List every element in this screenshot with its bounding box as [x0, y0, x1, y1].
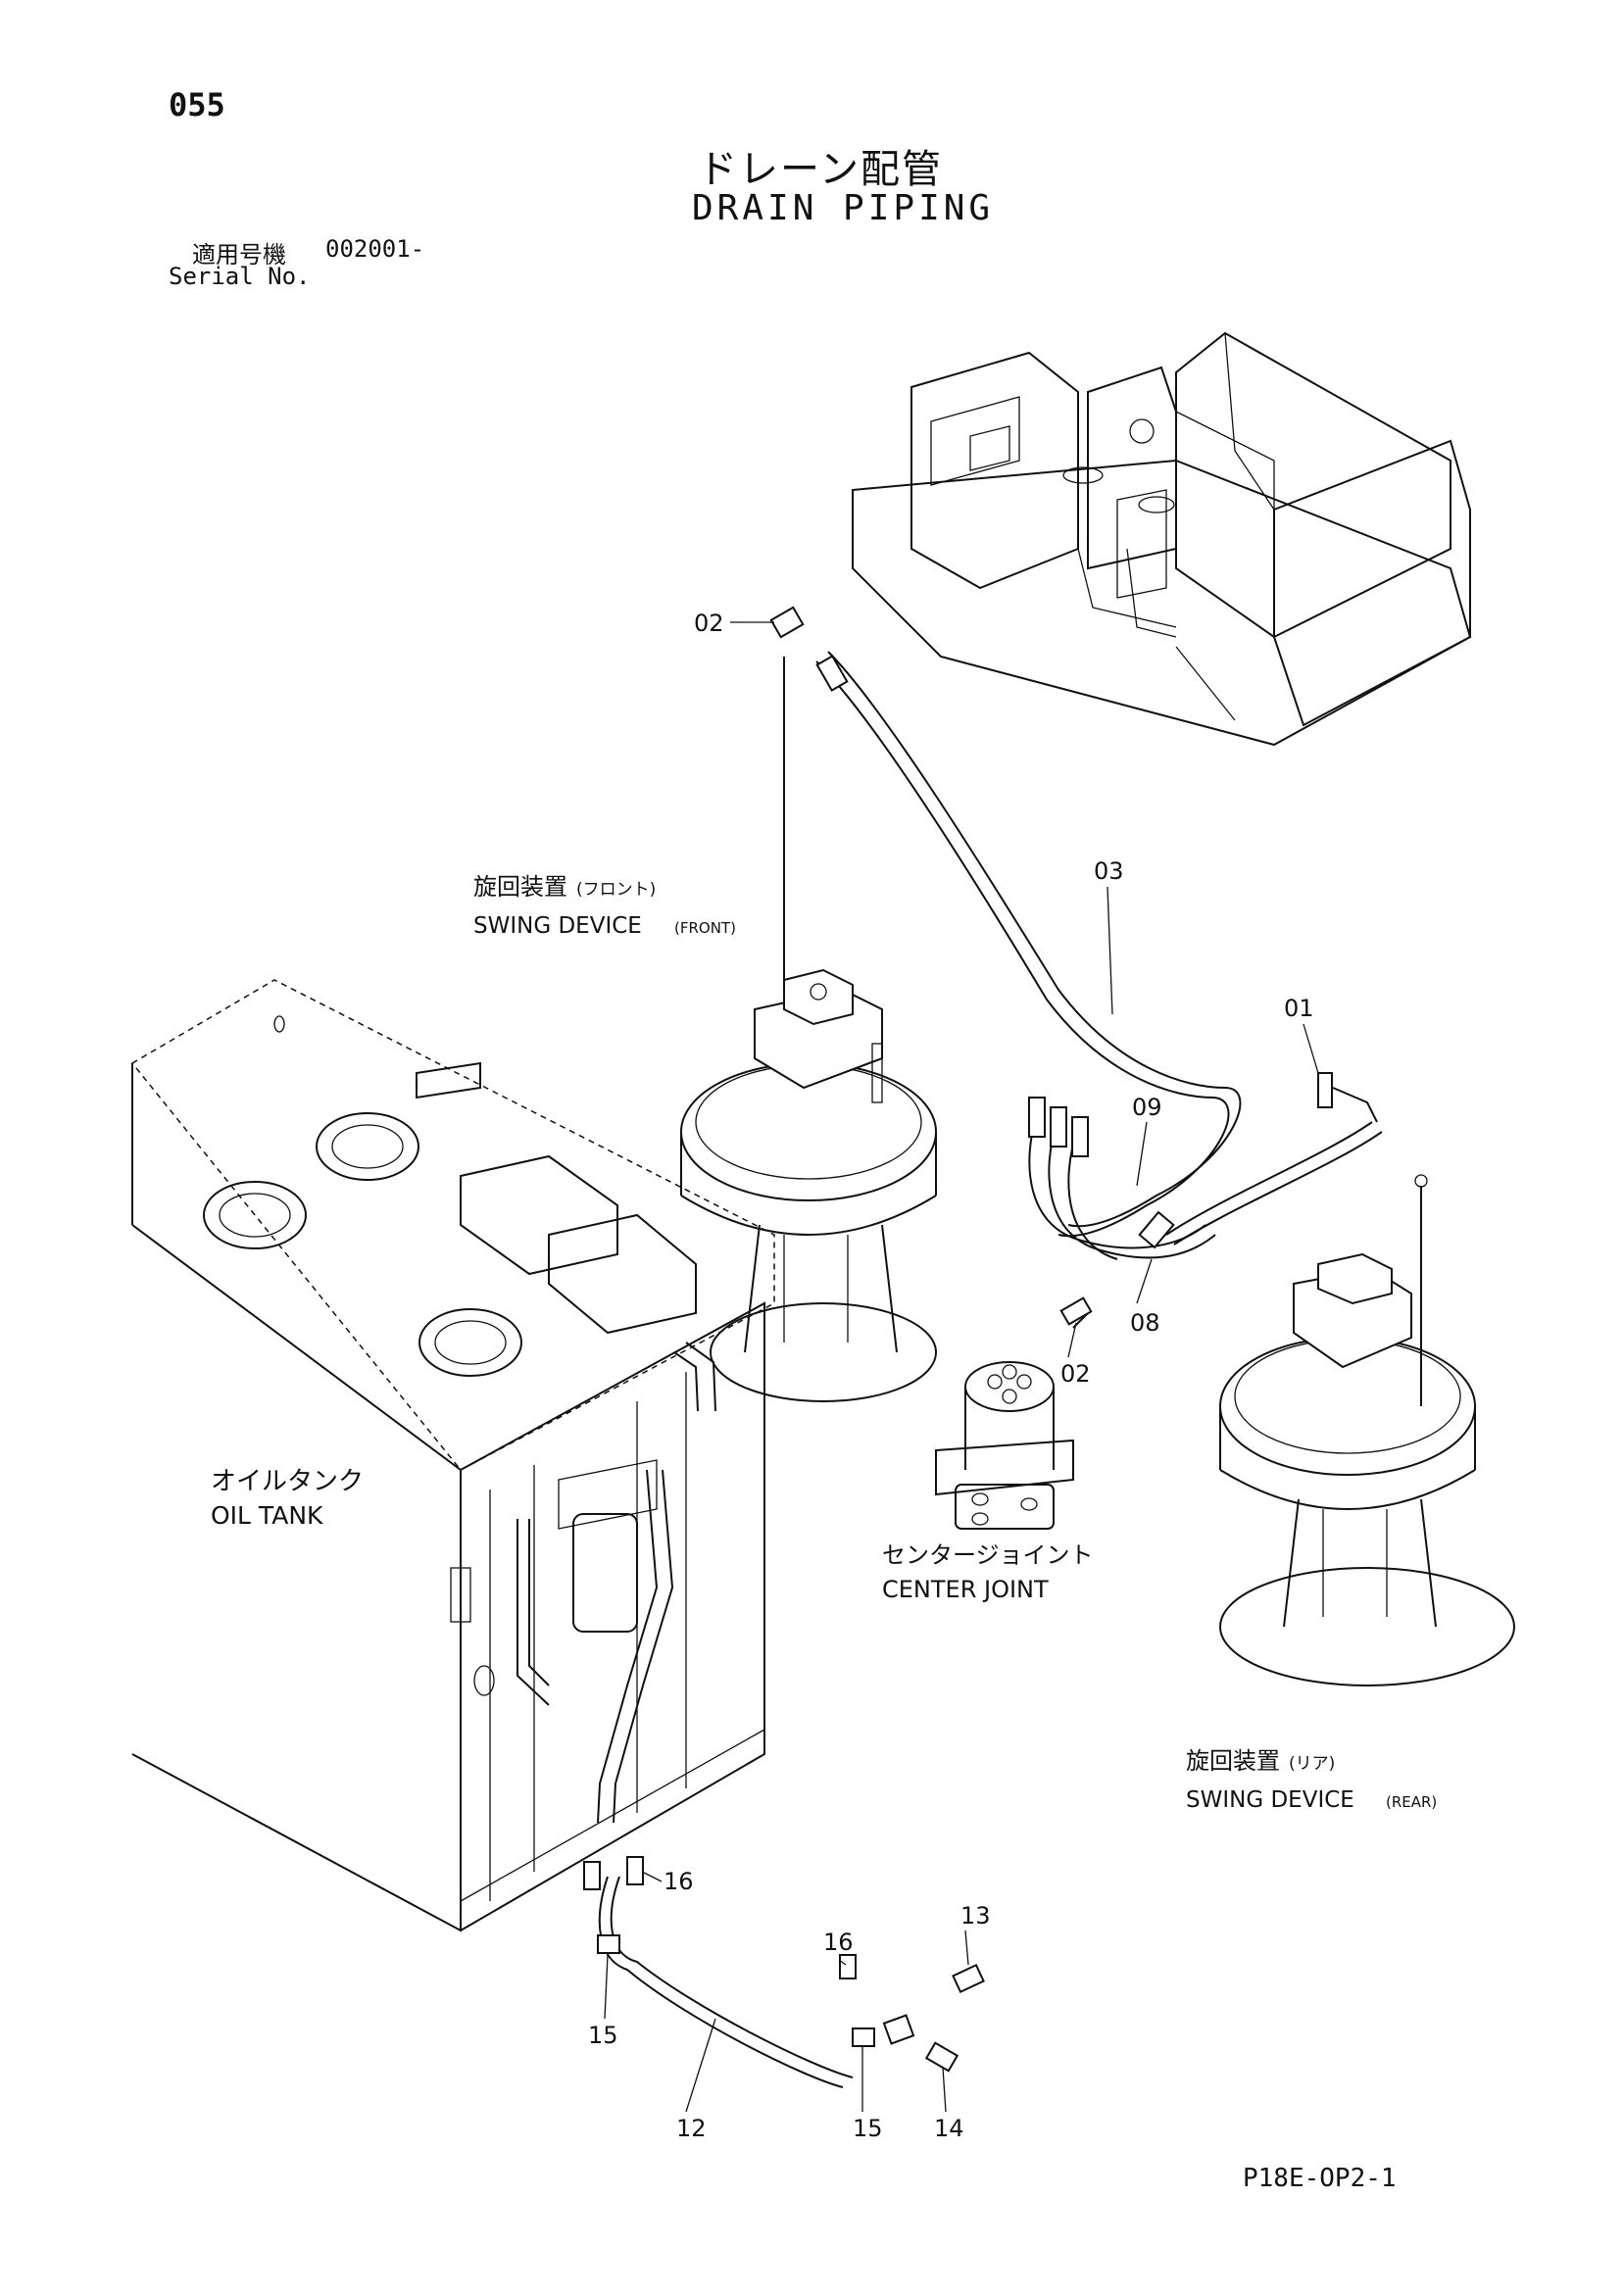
center-joint-label-en: CENTER JOINT: [882, 1576, 1049, 1603]
page-number: 055: [169, 86, 225, 123]
oil-tank-illustration: [130, 979, 775, 1932]
part-callouts: 02 03 01 09 08 02 16 16 13 15 12 15 14: [588, 610, 1314, 2142]
swing-rear-label-jp: 旋回装置: [1186, 1747, 1280, 1775]
swing-rear-label-en: SWING DEVICE: [1186, 1787, 1354, 1813]
callout-02-top: 02: [694, 610, 724, 637]
center-joint-illustration: [935, 1312, 1089, 1530]
swing-front-label-jp: 旋回装置: [473, 873, 567, 901]
swing-rear-label-en-sub: (REAR): [1386, 1793, 1437, 1811]
callout-12: 12: [676, 2115, 707, 2142]
oil-tank-label-jp: オイルタンク: [211, 1467, 364, 1496]
callout-13: 13: [960, 1902, 991, 1930]
component-labels: 旋回装置 (フロント) SWING DEVICE (FRONT) オイルタンク …: [211, 873, 1437, 1813]
callout-16-right: 16: [823, 1929, 854, 1956]
callout-15-left: 15: [588, 2022, 618, 2049]
callout-03: 03: [1094, 857, 1124, 885]
swing-front-label-jp-sub: (フロント): [576, 880, 656, 900]
swing-front-label-en: SWING DEVICE: [473, 913, 642, 939]
document-code: P18E-OP2-1: [1243, 2164, 1397, 2193]
title-japanese: ドレーン配管: [698, 147, 943, 192]
oil-tank-label-en: OIL TANK: [211, 1501, 323, 1530]
callout-15-right: 15: [853, 2115, 883, 2142]
title-english: DRAIN PIPING: [692, 188, 995, 228]
swing-device-front-illustration: [680, 968, 937, 1402]
callout-02-mid: 02: [1060, 1360, 1091, 1388]
callout-14: 14: [934, 2115, 964, 2142]
center-joint-label-jp: センタージョイント: [882, 1541, 1094, 1569]
machine-overview-illustration: [852, 331, 1472, 747]
serial-label-english: Serial No.: [169, 263, 311, 290]
callout-16-left: 16: [664, 1868, 694, 1895]
callout-08: 08: [1130, 1309, 1160, 1337]
drain-hoses: [583, 606, 1383, 2088]
swing-front-label-en-sub: (FRONT): [674, 919, 736, 937]
callout-01: 01: [1284, 995, 1314, 1022]
swing-device-rear-illustration: [1219, 1174, 1515, 1686]
serial-value: 002001-: [325, 235, 425, 263]
serial-label-japanese: 適用号機: [192, 241, 286, 269]
callout-09: 09: [1132, 1094, 1162, 1121]
swing-rear-label-jp-sub: (リア): [1289, 1754, 1335, 1774]
leader-lines: [604, 621, 1319, 2113]
